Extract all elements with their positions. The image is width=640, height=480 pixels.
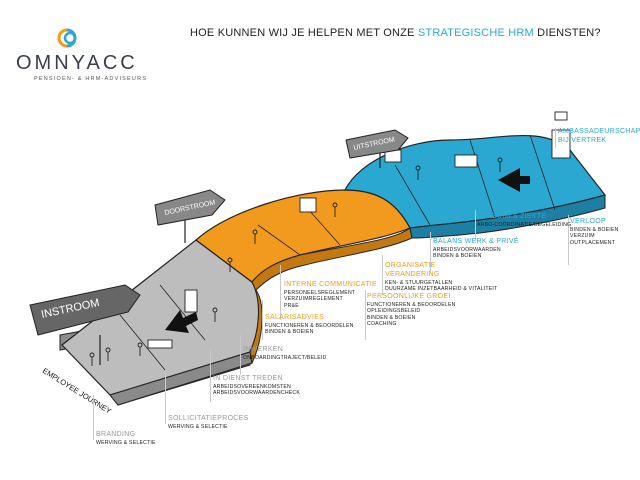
connector-line: [568, 215, 569, 265]
service-title: AMBASSADEURSCHAP: [558, 128, 640, 135]
connector-line: [430, 232, 431, 272]
instroom-sign: INSTROOM: [29, 284, 141, 365]
connector-line: [555, 128, 556, 148]
headline-suffix: DIENSTEN?: [533, 27, 601, 39]
service-title: IN DIENST TREDEN: [213, 375, 283, 382]
service-title: VERLOOP: [570, 218, 606, 225]
service-title: VERZUIM & ZIEKTE: [477, 213, 547, 220]
service-item: VERZUIMREGLEMENT: [284, 296, 343, 303]
connector-line: [382, 255, 383, 295]
headline-prefix: HOE KUNNEN WIJ JE HELPEN MET ONZE: [190, 27, 418, 39]
service-item: PR&E: [284, 302, 299, 309]
doorstroom-sign: DOORSTROOM: [154, 189, 226, 243]
connector-line: [240, 335, 241, 375]
service-title: BRANDING: [96, 431, 136, 438]
service-item: FUNCTIONEREN & BEOORDELEN: [367, 301, 456, 308]
service-title: INWERKEN: [243, 346, 284, 353]
service-item: KEN- & STUURGETALLEN: [385, 279, 453, 286]
service-verloop: VERLOOP BINDEN & BOEIEN VERZUIM OUTPLACE…: [570, 218, 619, 246]
brand-name: OMNYACC: [16, 52, 138, 74]
connector-line: [165, 372, 166, 424]
figures: [89, 111, 571, 366]
connector-line: [280, 265, 281, 320]
connector-line: [93, 395, 94, 440]
service-item: BINDEN & BOEIEN: [367, 314, 416, 321]
connector-line: [475, 210, 476, 240]
service-interne-communicatie: INTERNE COMMUNICATIE PERSONEELSREGLEMENT…: [284, 281, 377, 309]
service-persoonlijke-groei: PERSOONLIJKE GROEI FUNCTIONEREN & BEOORD…: [367, 293, 456, 328]
arrow-icon: [498, 168, 530, 192]
service-item: BINDEN & BOEIEN: [570, 226, 619, 233]
service-organisatie-verandering: ORGANISATIE VERANDERING KEN- & STUURGETA…: [385, 262, 497, 293]
uitstroom-sign: UITSTROOM: [345, 129, 409, 168]
service-title: ORGANISATIE: [385, 262, 436, 269]
service-ambassadeurschap: AMBASSADEURSCHAP BIJ VERTREK: [558, 128, 640, 146]
service-item: BINDEN & BOEIEN: [265, 329, 314, 336]
service-salarisadvies: SALARISADVIES FUNCTIONEREN & BEOORDELEN …: [265, 314, 354, 336]
brand-tagline: PENSIOEN- & HRM-ADVISEURS: [34, 76, 148, 82]
service-title: PERSOONLIJKE GROEI: [367, 293, 451, 300]
service-item: OUTPLACEMENT: [570, 239, 616, 246]
service-title: INTERNE COMMUNICATIE: [284, 281, 377, 288]
connector-line: [365, 290, 366, 340]
service-item: DUURZAME INZETBAARHEID & VITALITEIT: [385, 286, 498, 292]
service-title: BALANS WERK & PRIVÉ: [433, 238, 519, 245]
service-item: ONBOARDINGTRAJECT/BELEID: [243, 354, 327, 361]
service-verzuim-ziekte: VERZUIM & ZIEKTE ARBO-COÖRDINATIE/BEGELE…: [477, 213, 571, 228]
service-item: FUNCTIONEREN & BEOORDELEN: [265, 322, 354, 329]
service-title: VERANDERING: [385, 270, 440, 278]
service-item: VERZUIM: [570, 233, 595, 240]
service-item: ARBEIDSOVEREENKOMSTEN: [213, 383, 291, 390]
service-item: WERVING & SELECTIE: [96, 439, 156, 446]
service-item: OPLEIDINGSBELEID: [367, 308, 421, 315]
service-item: COACHING: [367, 321, 397, 328]
logo-icon: [57, 28, 77, 48]
page-title: HOE KUNNEN WIJ JE HELPEN MET ONZE STRATE…: [190, 27, 601, 39]
service-title: SOLLICITATIEPROCES: [168, 415, 249, 422]
service-item: BINDEN & BOEIEN: [433, 253, 482, 260]
service-branding: BRANDING WERVING & SELECTIE: [96, 431, 156, 446]
service-inwerken: INWERKEN ONBOARDINGTRAJECT/BELEID: [243, 346, 327, 361]
service-item: ARBEIDSVOORWAARDEN: [433, 246, 501, 253]
headline-highlight: STRATEGISCHE HRM: [417, 27, 534, 39]
service-item: ARBO-COÖRDINATIE/BEGELEIDING: [477, 221, 572, 228]
service-sollicitatieproces: SOLLICITATIEPROCES WERVING & SELECTIE: [168, 415, 249, 430]
connector-line: [210, 350, 211, 402]
service-title: BIJ VERTREK: [558, 136, 607, 144]
arrow-icon: [165, 310, 198, 333]
service-title: SALARISADVIES: [265, 314, 325, 321]
service-item: ARBEIDSVOORWAARDENCHECK: [213, 390, 301, 397]
service-in-dienst-treden: IN DIENST TREDEN ARBEIDSOVEREENKOMSTEN A…: [213, 375, 300, 397]
service-balans-werk-prive: BALANS WERK & PRIVÉ ARBEIDSVOORWAARDEN B…: [433, 238, 519, 260]
connector-line: [262, 300, 263, 340]
service-item: WERVING & SELECTIE: [168, 423, 228, 430]
service-item: PERSONEELSREGLEMENT: [284, 289, 356, 296]
